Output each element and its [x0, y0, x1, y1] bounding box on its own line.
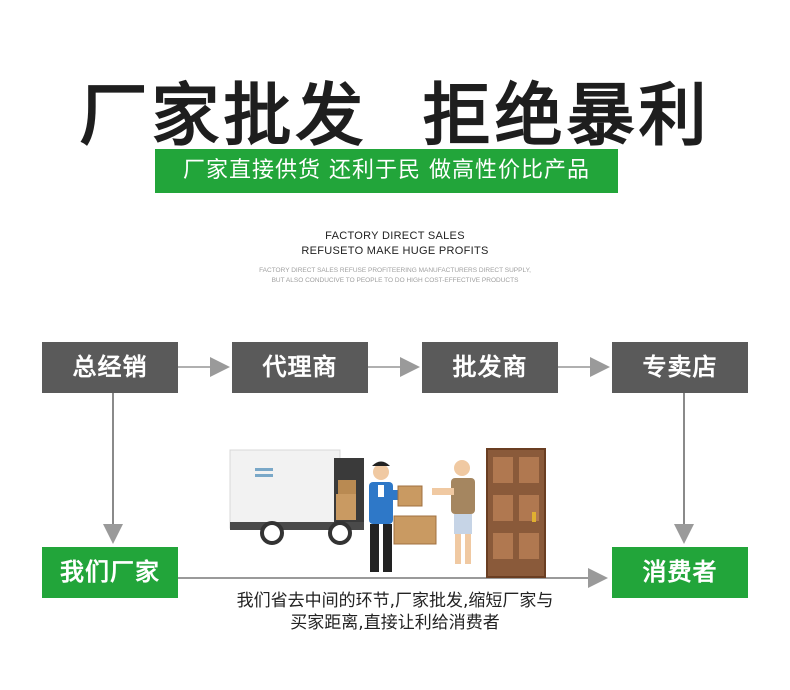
door-icon	[486, 448, 546, 578]
slogan-banner: 厂家直接供货 还利于民 做高性价比产品	[155, 149, 618, 193]
chain-box-wholesaler: 批发商	[422, 342, 558, 393]
english-subtext-line-1: FACTORY DIRECT SALES REFUSE PROFITEERING…	[259, 267, 531, 274]
caption-line-1: 我们省去中间的环节,厂家批发,缩短厂家与	[236, 591, 554, 611]
delivery-truck-icon	[229, 449, 364, 545]
page-title: 厂家批发 拒绝暴利	[79, 77, 711, 156]
consumer-box: 消费者	[612, 547, 748, 598]
customer-person-icon	[432, 460, 475, 564]
chain-box-store: 专卖店	[612, 342, 748, 393]
chain-box-agent: 代理商	[232, 342, 368, 393]
chain-box-general-distributor: 总经销	[42, 342, 178, 393]
english-heading-line-1: FACTORY DIRECT SALES	[325, 230, 465, 242]
factory-box: 我们厂家	[42, 547, 178, 598]
caption: 我们省去中间的环节,厂家批发,缩短厂家与 买家距离,直接让利给消费者	[170, 590, 620, 634]
english-subtext-line-2: BUT ALSO CONDUCIVE TO PEOPLE TO DO HIGH …	[271, 277, 519, 284]
english-heading-line-2: REFUSETO MAKE HUGE PROFITS	[301, 245, 489, 257]
package-box-icon	[393, 485, 437, 545]
caption-line-2: 买家距离,直接让利给消费者	[290, 613, 500, 633]
